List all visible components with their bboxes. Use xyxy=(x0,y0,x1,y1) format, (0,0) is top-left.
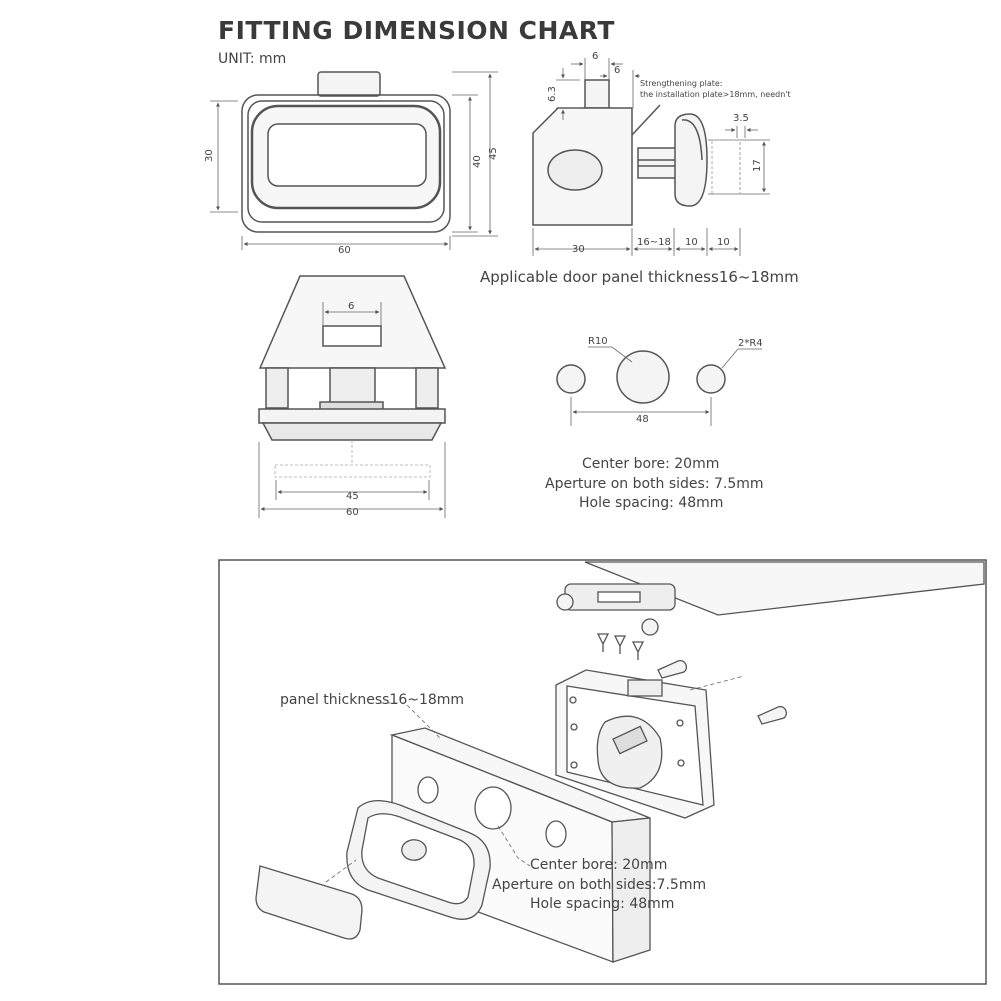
side-dim-10b: 10 xyxy=(717,237,730,248)
side-note-line1: Strengthening plate: xyxy=(640,79,722,88)
install-aperture: Aperture on both sides:7.5mm xyxy=(492,877,707,893)
page-title: FITTING DIMENSION CHART xyxy=(218,16,615,45)
installation-leaders xyxy=(325,675,745,883)
side-view-ghost-pin xyxy=(711,139,741,195)
side-dim-6-3: 6.3 xyxy=(547,86,558,102)
installation-frame xyxy=(218,559,987,985)
hole-dimensions xyxy=(570,346,762,426)
front-dim-inner-height: 30 xyxy=(204,149,215,162)
front-dim-width: 60 xyxy=(338,245,351,256)
side-dim-6b: 6 xyxy=(614,65,620,76)
hole-dim-48: 48 xyxy=(636,414,649,425)
side-dim-30: 30 xyxy=(572,244,585,255)
top-view-dimensions xyxy=(258,302,446,518)
side-dim-17: 17 xyxy=(752,159,763,172)
spec-aperture: Aperture on both sides: 7.5mm xyxy=(545,476,764,492)
side-dim-16-18: 16~18 xyxy=(637,237,671,248)
side-view-drawing xyxy=(532,79,708,226)
side-dim-6a: 6 xyxy=(592,51,598,62)
top-dim-6: 6 xyxy=(348,301,354,312)
front-view-dimensions xyxy=(210,71,498,250)
spec-spacing: Hole spacing: 48mm xyxy=(579,495,724,511)
install-panel-label: panel thickness16~18mm xyxy=(280,692,465,708)
panel-thickness-caption: Applicable door panel thickness16~18mm xyxy=(480,268,799,286)
side-dim-3-5: 3.5 xyxy=(733,113,749,124)
top-dim-60: 60 xyxy=(346,507,359,518)
top-view-ghost xyxy=(274,440,431,478)
top-view-drawing xyxy=(258,275,447,441)
hole-pattern xyxy=(556,350,726,404)
hole-label-r10: R10 xyxy=(588,336,608,347)
hole-label-2r4: 2*R4 xyxy=(738,338,763,349)
front-dim-height-45: 45 xyxy=(488,147,499,160)
top-dim-45: 45 xyxy=(346,491,359,502)
install-spacing: Hole spacing: 48mm xyxy=(530,896,675,912)
installation-drawing xyxy=(255,561,985,963)
front-dim-height-40: 40 xyxy=(472,155,483,168)
side-dim-10a: 10 xyxy=(685,237,698,248)
unit-label: UNIT: mm xyxy=(218,51,287,67)
install-center-bore: Center bore: 20mm xyxy=(530,857,668,873)
spec-center-bore: Center bore: 20mm xyxy=(582,456,720,472)
side-note-line2: the installation plate>18mm, needn't xyxy=(640,90,791,99)
front-view-drawing xyxy=(241,71,451,233)
